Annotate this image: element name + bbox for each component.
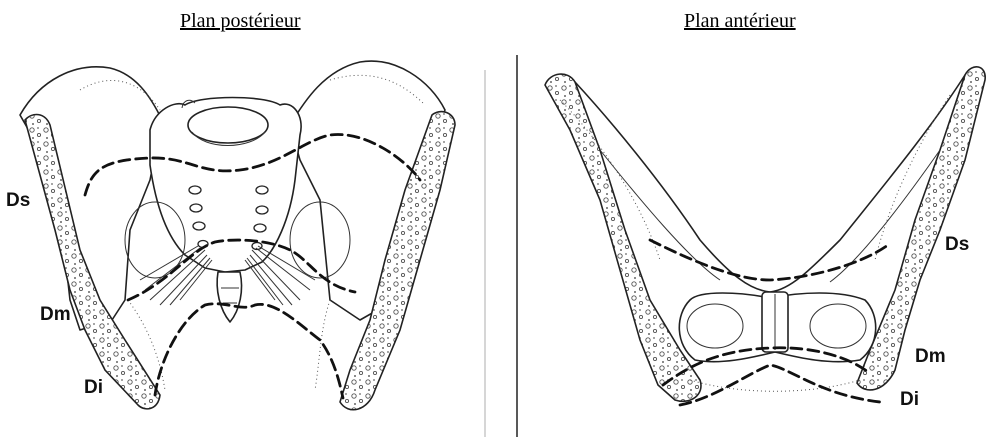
- sacral-body: [188, 107, 268, 143]
- posterior-pelvis: [20, 61, 455, 410]
- posterior-label-ds: Ds: [6, 190, 30, 211]
- posterior-label-di: Di: [84, 377, 103, 398]
- anterior-label-dm: Dm: [915, 346, 946, 367]
- anterior-label-di: Di: [900, 389, 919, 410]
- posterior-lower-cut: [155, 304, 343, 398]
- anterior-label-ds: Ds: [945, 234, 969, 255]
- posterior-label-dm: Dm: [40, 304, 71, 325]
- left-pubic-section: [545, 74, 701, 401]
- coccyx: [217, 272, 241, 322]
- anterior-upper-cut: [650, 240, 888, 280]
- right-pubic-section: [857, 67, 985, 390]
